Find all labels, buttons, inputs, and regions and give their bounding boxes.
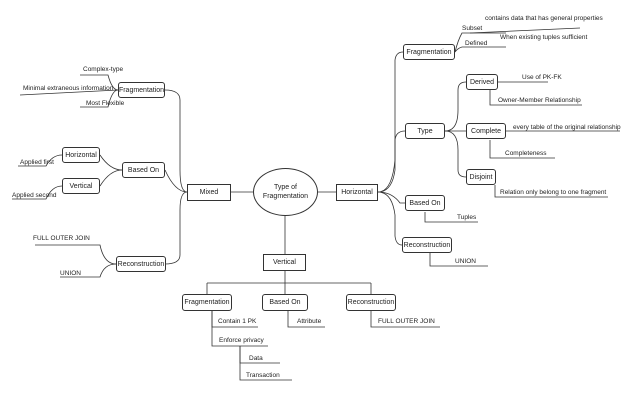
horizontal-subset-label: Subset <box>462 25 483 32</box>
horizontal-subset-note: contains data that has general propertie… <box>485 15 603 22</box>
derived-note-0: Use of PK-FK <box>522 74 562 81</box>
complete-note-1: Completeness <box>505 150 547 157</box>
mixed-frag-item-2: Most Flexible <box>86 100 125 107</box>
mixed-recon-item-1: UNION <box>60 270 81 277</box>
mixed-horizontal-note: Applied first <box>20 159 54 166</box>
horizontal-based-on-node: Based On <box>405 195 445 211</box>
privacy-item-1: Transaction <box>246 372 280 379</box>
horizontal-fragmentation-node: Fragmentation <box>403 44 455 60</box>
center-line2: Fragmentation <box>262 193 309 200</box>
horizontal-based-on-note: Tuples <box>457 214 477 221</box>
center-node-type-of-fragmentation: Type of Fragmentation <box>253 168 318 216</box>
privacy-item-0: Data <box>249 355 263 362</box>
mixed-reconstruction-node: Reconstruction <box>116 256 166 272</box>
mixed-vertical-note: Applied second <box>12 192 57 199</box>
mixed-node: Mixed <box>187 184 231 201</box>
vertical-recon-note: FULL OUTER JOIN <box>378 318 435 325</box>
type-complete-node: Complete <box>466 123 506 139</box>
vertical-based-on-note: Attribute <box>297 318 322 325</box>
horizontal-defined-label: Defined <box>465 40 488 47</box>
mixed-vertical-node: Vertical <box>62 178 100 194</box>
vertical-fragmentation-node: Fragmentation <box>182 294 232 311</box>
mixed-based-on-node: Based On <box>122 162 165 178</box>
mixed-frag-item-0: Complex-type <box>83 66 124 73</box>
mixed-recon-item-0: FULL OUTER JOIN <box>33 235 90 242</box>
derived-note-1: Owner-Member Relationship <box>498 97 581 104</box>
vertical-node: Vertical <box>263 254 306 271</box>
vertical-based-on-node: Based On <box>262 294 308 311</box>
mixed-fragmentation-node: Fragmentation <box>118 82 165 98</box>
horizontal-recon-note: UNION <box>455 258 476 265</box>
type-disjoint-node: Disjoint <box>466 169 496 185</box>
vertical-frag-item-1: Enforce privacy <box>219 337 264 344</box>
vertical-frag-item-0: Contain 1 PK <box>218 318 257 325</box>
horizontal-node: Horizontal <box>336 184 378 201</box>
complete-note-0: every table of the original relationship <box>513 124 621 131</box>
horizontal-defined-note: When existing tuples sufficient <box>500 34 588 41</box>
center-line1: Type of <box>274 184 297 191</box>
horizontal-type-node: Type <box>405 123 445 139</box>
mixed-frag-item-1: Minimal extraneous information <box>23 85 114 92</box>
disjoint-note-0: Relation only belong to one fragment <box>500 189 607 196</box>
mixed-horizontal-node: Horizontal <box>62 147 100 163</box>
horizontal-reconstruction-node: Reconstruction <box>402 237 452 253</box>
type-derived-node: Derived <box>466 74 498 90</box>
vertical-reconstruction-node: Reconstruction <box>346 294 396 311</box>
